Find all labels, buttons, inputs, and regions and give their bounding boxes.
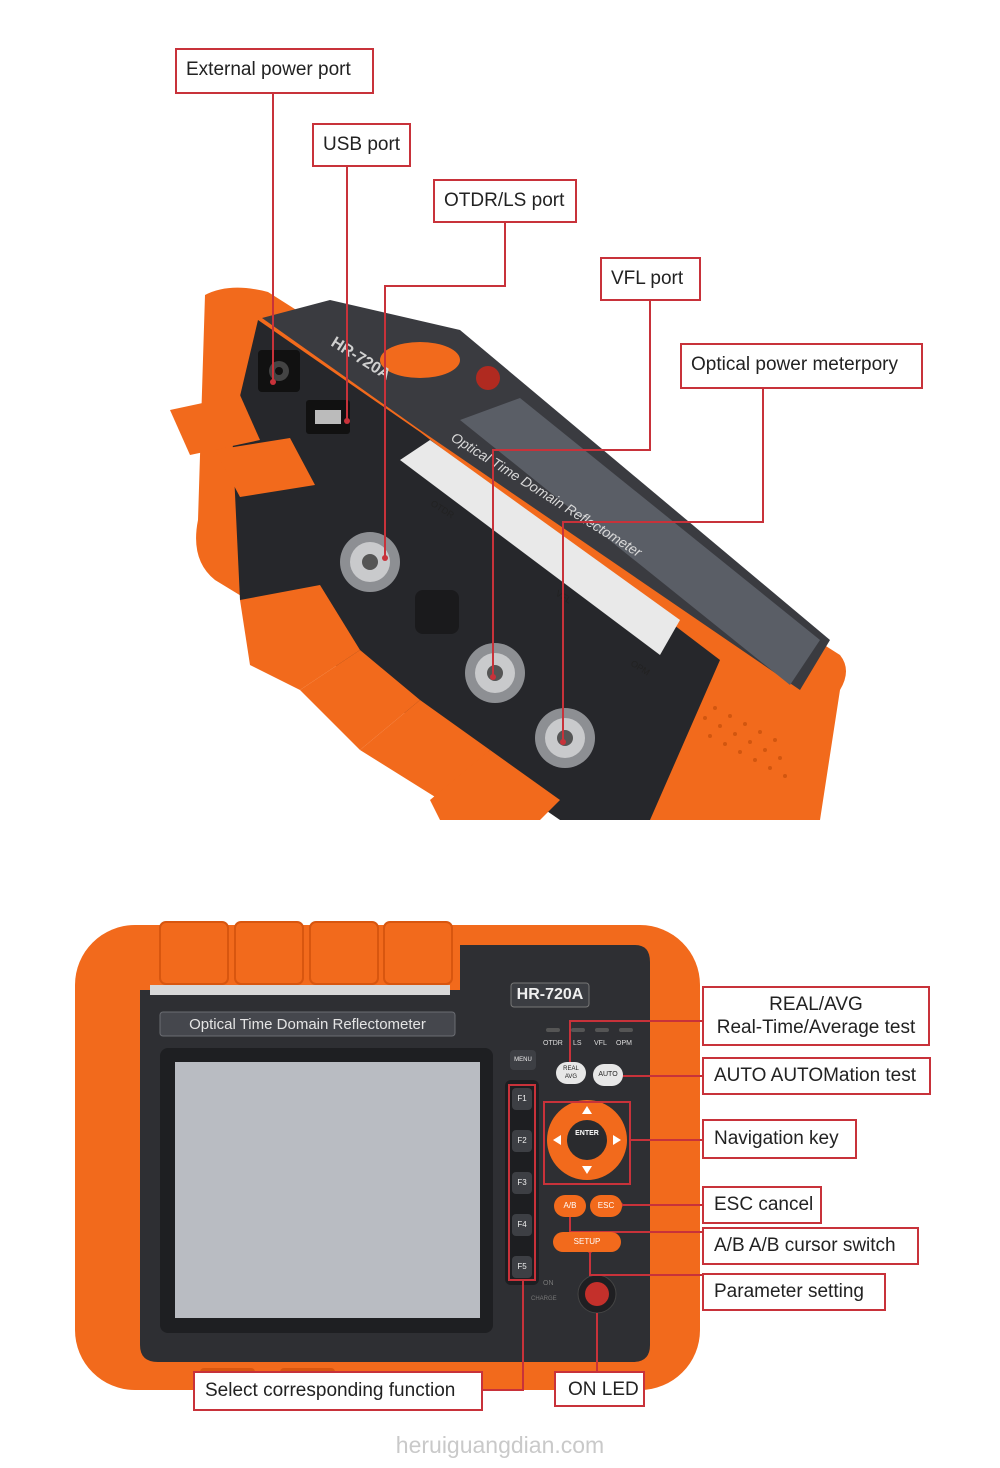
top-leader-lines (272, 93, 764, 742)
top-cover-3 (309, 921, 379, 985)
port-cover-2 (215, 438, 315, 497)
callout-esc-cancel: ESC cancel (702, 1186, 822, 1224)
f3-key[interactable]: F3 (512, 1172, 532, 1194)
ab-key[interactable]: A/B (554, 1195, 586, 1217)
led-label-otdr: OTDR (543, 1040, 563, 1047)
callout-real-avg: REAL/AVG Real-Time/Average test (702, 986, 930, 1046)
callout-otdr-ls-port: OTDR/LS port (433, 179, 577, 223)
top-leader-dots (270, 379, 566, 745)
side-power-key (476, 366, 500, 390)
side-key-cluster (380, 342, 460, 378)
grip-texture (698, 698, 787, 778)
enter-center (567, 1120, 607, 1160)
callout-parameter-setting: Parameter setting (702, 1273, 886, 1311)
f2-key[interactable]: F2 (512, 1130, 532, 1152)
menu-key[interactable]: MENU (510, 1050, 536, 1070)
dust-cap-1 (240, 585, 360, 690)
auto-key[interactable]: AUTO (593, 1064, 623, 1086)
leader-setup (589, 1250, 702, 1276)
top-cover-2 (234, 921, 304, 985)
callout-optical-power-meter-port: Optical power meterpory (680, 343, 923, 389)
f4-key[interactable]: F4 (512, 1214, 532, 1236)
real-key-label: REAL (563, 1066, 579, 1072)
dust-cap-4 (430, 750, 560, 820)
leader-function (482, 1280, 524, 1391)
nav-highlight-box (543, 1101, 631, 1185)
top-cover-4 (383, 921, 453, 985)
real-avg-key[interactable]: REAL AVG (556, 1062, 586, 1084)
bottom-leader-dots (567, 1065, 623, 1253)
leader-opm (562, 388, 764, 742)
led-indicators (546, 1028, 633, 1032)
front-body (140, 945, 650, 1362)
port-cover-1 (170, 395, 260, 455)
fc-connector-otdr (340, 532, 400, 592)
callout-select-function: Select corresponding function (193, 1371, 483, 1411)
leader-ab (569, 1210, 702, 1233)
power-button (585, 1282, 609, 1306)
leader-otdr (384, 222, 506, 558)
fc-connector-vfl (465, 643, 525, 703)
fc-connector-opm (535, 708, 595, 768)
callout-vfl-port: VFL port (600, 257, 701, 301)
callout-usb-port: USB port (312, 123, 411, 167)
dust-cap-3 (360, 700, 490, 800)
navigation-ring (547, 1100, 627, 1180)
side-screen (460, 398, 820, 685)
empty-port-2 (415, 590, 459, 634)
esc-key[interactable]: ESC (590, 1195, 622, 1217)
front-panel-title: Optical Time Domain Reflectometer (189, 1016, 426, 1033)
callout-external-power-port: External power port (175, 48, 374, 94)
power-button-bezel (577, 1274, 617, 1314)
callout-ab-cursor-switch: A/B A/B cursor switch (702, 1227, 919, 1265)
callout-auto: AUTO AUTOMation test (702, 1057, 931, 1095)
led-label-opm: OPM (616, 1040, 632, 1047)
callout-real-avg-line1: REAL/AVG (769, 994, 863, 1015)
screen-bezel (160, 1048, 493, 1333)
screen (175, 1062, 480, 1318)
side-view-illustration: HR-720A Optical Time Domain Reflectomete… (170, 93, 846, 820)
avg-key-label: AVG (564, 1074, 578, 1080)
watermark: heruiguangdian.com (395, 1432, 605, 1458)
f5-key[interactable]: F5 (512, 1256, 532, 1278)
setup-key[interactable]: SETUP (553, 1232, 621, 1252)
leader-real-avg (569, 1020, 702, 1068)
callout-real-avg-line2: Real-Time/Average test (716, 1017, 916, 1038)
leader-vfl (492, 300, 651, 677)
on-indicator-label: ON (543, 1280, 554, 1287)
port-strip (150, 985, 450, 995)
led-label-ls: LS (573, 1040, 582, 1047)
device-side-face (232, 320, 720, 820)
front-bumper (75, 925, 700, 1390)
led-label-vfl: VFL (594, 1040, 607, 1047)
callout-navigation-key: Navigation key (702, 1119, 857, 1159)
front-model-label: HR-720A (516, 986, 584, 1003)
top-cover-1 (159, 921, 229, 985)
port-label-strip (400, 440, 680, 655)
f1-key[interactable]: F1 (512, 1088, 532, 1110)
charge-indicator-label: CHARGE (531, 1296, 557, 1302)
enter-key[interactable]: ENTER (575, 1130, 599, 1137)
callout-on-led: ON LED (554, 1371, 645, 1407)
